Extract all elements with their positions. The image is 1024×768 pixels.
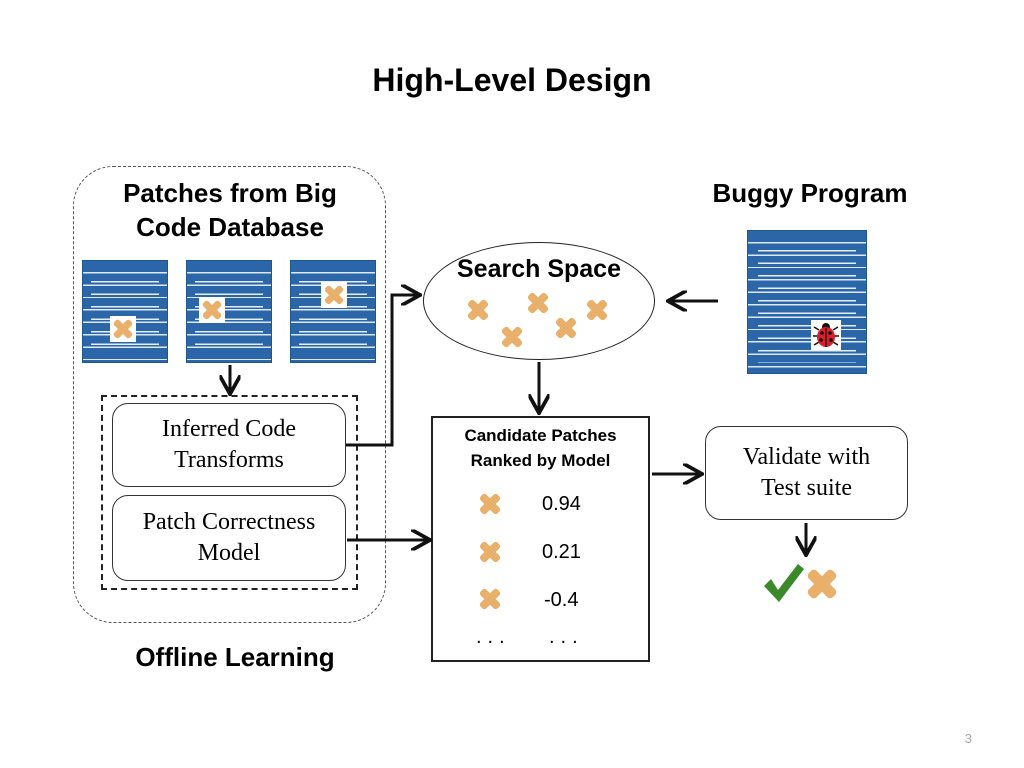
validation-results	[764, 564, 837, 602]
buggy-program-heading: Buggy Program	[712, 178, 908, 208]
bug-badge	[811, 320, 841, 350]
page-number: 3	[964, 731, 972, 746]
validate-line1: Validate with	[742, 444, 871, 470]
bandage-cross-icon	[807, 569, 837, 599]
arrow-transforms-to-search	[346, 295, 418, 447]
candidate-ellipsis-right: ...	[549, 626, 584, 648]
bandage-cross-icon	[202, 300, 222, 320]
bandage-cross-icon	[113, 319, 133, 339]
candidate-score-3: -0.4	[544, 589, 579, 611]
database-heading-line1: Patches from Big	[123, 178, 337, 208]
ladybug-icon	[813, 323, 839, 347]
candidate-title-line1: Candidate Patches	[464, 426, 617, 445]
bandage-cross-icon	[324, 285, 344, 305]
candidate-ellipsis-left: ...	[476, 626, 511, 648]
checkmark-icon	[764, 564, 804, 602]
database-page-3	[290, 260, 376, 363]
patch-badge	[110, 316, 136, 342]
database-page-1	[82, 260, 168, 363]
search-space-label: Search Space	[457, 255, 621, 283]
search-space-ellipse	[423, 242, 655, 360]
offline-learning-label: Offline Learning	[135, 642, 335, 672]
slide-title: High-Level Design	[372, 62, 652, 98]
validate-line2: Test suite	[761, 475, 852, 501]
candidate-score-2: 0.21	[542, 541, 581, 563]
candidate-score-1: 0.94	[542, 493, 581, 515]
inferred-transforms-line1: Inferred Code	[162, 416, 296, 442]
offline-learning-container	[73, 166, 386, 623]
bandage-cross-icon	[479, 541, 501, 563]
database-page-2	[186, 260, 272, 363]
inferred-transforms-box: Inferred Code Transforms	[112, 403, 346, 487]
correctness-model-line2: Model	[197, 540, 261, 566]
inferred-transforms-line2: Transforms	[174, 447, 284, 473]
correctness-model-box: Patch Correctness Model	[112, 495, 346, 581]
patch-badge	[199, 297, 225, 323]
candidate-patches-title: Candidate Patches Ranked by Model	[431, 423, 650, 473]
validate-box: Validate with Test suite	[705, 426, 908, 520]
patch-badge	[321, 282, 347, 308]
bandage-cross-icon	[479, 588, 501, 610]
buggy-program-page	[747, 230, 867, 374]
candidate-title-line2: Ranked by Model	[470, 451, 611, 470]
database-heading-line2: Code Database	[136, 212, 324, 242]
bandage-cross-icon	[479, 493, 501, 515]
candidate-patch-icons	[479, 493, 501, 610]
correctness-model-line1: Patch Correctness	[142, 509, 316, 535]
database-heading: Patches from Big Code Database	[80, 176, 380, 244]
